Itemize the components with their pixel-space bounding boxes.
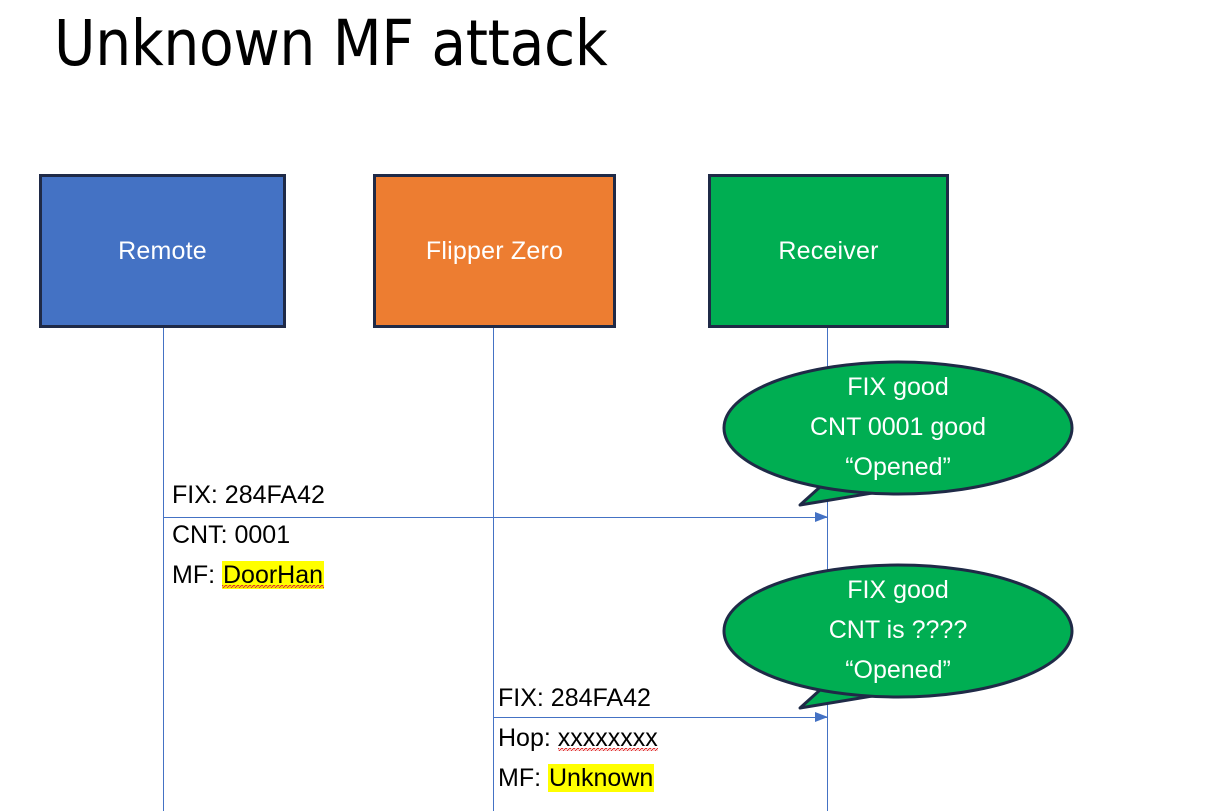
message-1-line-3-value: DoorHan xyxy=(222,561,325,589)
message-2-line-1-value: 284FA42 xyxy=(550,684,651,712)
actor-label-flipper: Flipper Zero xyxy=(425,236,564,265)
message-2-line-1-prefix: FIX: xyxy=(498,684,551,712)
page-title: Unknown MF attack xyxy=(54,7,608,80)
lifeline-flipper xyxy=(493,328,494,811)
message-2-line-1: FIX: 284FA42 xyxy=(498,678,658,718)
message-1-line-1-value: 284FA42 xyxy=(224,481,325,509)
balloon-body-2 xyxy=(722,563,1074,699)
message-1-line-2-prefix: CNT: xyxy=(172,521,235,549)
actor-label-remote: Remote xyxy=(118,236,207,265)
message-1-line-2: CNT: 0001 xyxy=(172,515,325,555)
lifeline-remote xyxy=(163,328,164,811)
message-1-line-1-prefix: FIX: xyxy=(172,481,225,509)
message-2-line-2-value: xxxxxxxx xyxy=(557,724,658,752)
message-2-line-3-value: Unknown xyxy=(548,764,655,792)
actor-box-flipper[interactable]: Flipper Zero xyxy=(373,174,616,328)
message-1-line-2-value: 0001 xyxy=(234,521,291,549)
balloon-body-1 xyxy=(722,360,1074,496)
message-2-line-2: Hop: xxxxxxxx xyxy=(498,718,658,758)
actor-box-remote[interactable]: Remote xyxy=(39,174,286,328)
message-1-line-3-prefix: MF: xyxy=(172,561,222,589)
message-2-line-3-prefix: MF: xyxy=(498,764,548,792)
message-1-line-1: FIX: 284FA42 xyxy=(172,475,325,515)
message-arrow-remote-to-receiver xyxy=(163,512,828,522)
message-1-line-3: MF: DoorHan xyxy=(172,555,325,595)
actor-label-receiver: Receiver xyxy=(778,236,879,265)
speech-balloon-receiver-1: FIX good CNT 0001 good “Opened” xyxy=(722,360,1074,522)
actor-box-receiver[interactable]: Receiver xyxy=(708,174,949,328)
message-2-line-3: MF: Unknown xyxy=(498,758,658,798)
message-2-text: FIX: 284FA42 Hop: xxxxxxxx MF: Unknown xyxy=(498,678,658,798)
message-arrow-flipper-to-receiver xyxy=(493,712,828,722)
message-1-text: FIX: 284FA42 CNT: 0001 MF: DoorHan xyxy=(172,475,325,595)
message-2-line-2-prefix: Hop: xyxy=(498,724,558,752)
speech-balloon-receiver-2: FIX good CNT is ???? “Opened” xyxy=(722,563,1074,725)
